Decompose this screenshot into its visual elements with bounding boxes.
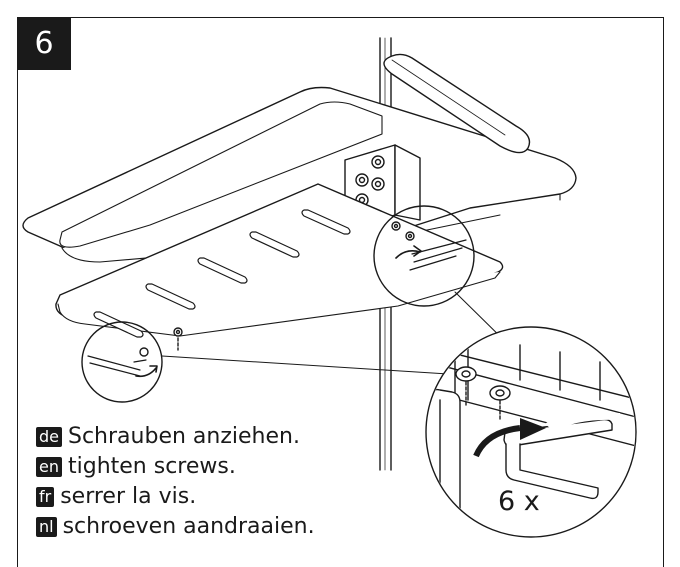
instruction-de: de Schrauben anziehen. <box>36 423 300 451</box>
instruction-en: en tighten screws. <box>36 453 236 481</box>
language-badge-nl: nl <box>36 517 57 537</box>
detail-circle-upper <box>373 205 475 307</box>
instruction-text-nl: schroeven aandraaien. <box>62 514 315 539</box>
language-badge-de: de <box>36 427 62 447</box>
language-badge-en: en <box>36 457 62 477</box>
language-badge-fr: fr <box>36 487 55 507</box>
instruction-frame <box>17 17 664 567</box>
instruction-text-de: Schrauben anziehen. <box>68 424 300 449</box>
instruction-fr: fr serrer la vis. <box>36 483 196 511</box>
step-number-badge: 6 <box>17 17 71 70</box>
tray-slots <box>93 209 351 338</box>
detail-circle-left <box>81 321 163 403</box>
instruction-text-fr: serrer la vis. <box>60 484 197 509</box>
instruction-nl: nl schroeven aandraaien. <box>36 513 315 541</box>
instruction-text-en: tighten screws. <box>67 454 236 479</box>
detail-circle-large <box>425 326 637 538</box>
quantity-label: 6 x <box>498 486 540 517</box>
